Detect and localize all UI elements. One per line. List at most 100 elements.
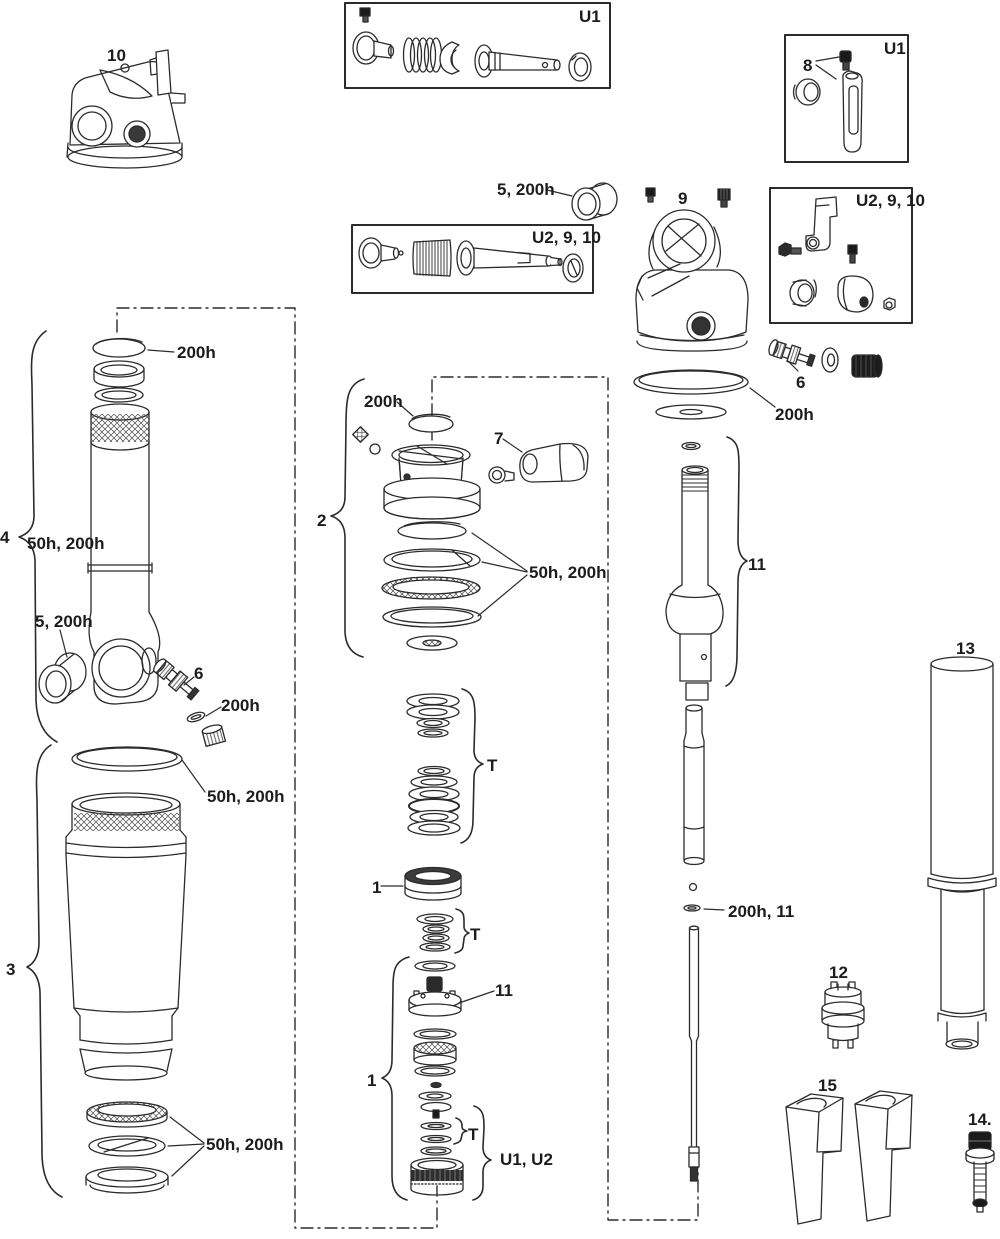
label-part-1-upper: 1 (372, 878, 382, 897)
o-ring-50h-200h-left-drawing (71, 746, 183, 772)
bracket-t-lower (453, 1117, 468, 1145)
part-12-tool-drawing (821, 981, 865, 1049)
label-part-1-lower: 1 (367, 1071, 377, 1090)
grouping-brackets (18, 330, 748, 1201)
shaft-drawing (474, 44, 561, 78)
label-callout-50h-200h-left-mid: 50h, 200h (207, 787, 285, 806)
o-ring-200h-11-drawing (683, 904, 701, 912)
shim-stack-t-upper-drawing (406, 693, 461, 836)
o-ring-tiny-drawing (186, 711, 206, 723)
label-box-u2-9-10-mid: U2, 9, 10 (532, 228, 601, 247)
o-ring-small-drawing (681, 441, 701, 451)
left-seal-rings-drawing (92, 337, 146, 403)
ring-nut-drawing (568, 52, 592, 82)
assembly-1-lower-drawing (408, 960, 464, 1196)
nut-drawing (883, 297, 896, 311)
rebound-tube-drawing (683, 704, 705, 866)
label-callout-11-mid: 11 (495, 981, 513, 1000)
callout-8-leaders (815, 56, 840, 80)
lever-bracket-drawing (805, 196, 838, 252)
dashdot-boundary-middle (431, 376, 699, 1221)
u2-9-10-right-box (769, 187, 913, 324)
o-ring-200h-right-drawing (633, 369, 749, 395)
label-part-14: 14. (968, 1110, 992, 1129)
bracket-u1-u2 (472, 1105, 492, 1201)
part-13-shaft-body-drawing (927, 656, 997, 1050)
label-callout-50h-200h-left-upper: 50h, 200h (27, 534, 105, 553)
label-part-3: 3 (6, 960, 16, 979)
label-box-u1-right: U1 (884, 39, 906, 58)
check-ball-drawing (688, 882, 698, 892)
label-callout-8: 8 (803, 56, 813, 75)
bushing-5-200h-left-drawing (38, 652, 87, 704)
plug-drawing (358, 237, 404, 269)
part-10-drawing (66, 49, 186, 169)
glide-ring-drawing (439, 41, 460, 75)
set-screw-drawing (847, 244, 858, 264)
label-callout-7: 7 (494, 429, 504, 448)
end-cap-drawing (562, 253, 584, 283)
seal-200h-mid-drawing (408, 413, 454, 433)
label-callout-200h-left-mid: 200h (221, 696, 260, 715)
label-part-10: 10 (107, 46, 126, 65)
label-part-2: 2 (317, 511, 327, 530)
knurled-cap-drawing (201, 724, 227, 747)
u1-right-box (784, 34, 909, 163)
part-4-damper-body-drawing (87, 403, 161, 705)
part-15-clamp-blocks-drawing (785, 1090, 913, 1225)
part-3-air-can-drawing (65, 792, 187, 1081)
rebound-rod-drawing (688, 925, 700, 1182)
plug-drawing (352, 31, 395, 65)
valve-cap-drawing (851, 354, 883, 378)
part-2-piston-head-drawing (383, 444, 481, 520)
coil-spring-drawing (412, 239, 452, 277)
label-callout-5-200h-top: 5, 200h (497, 180, 555, 199)
label-callout-6-left: 6 (194, 664, 204, 683)
part-7-clamp-drawing (488, 442, 589, 484)
valve-core-6-right-drawing (768, 339, 816, 367)
label-part-9: 9 (678, 189, 688, 208)
label-part-15: 15 (818, 1076, 837, 1095)
leader-lines (59, 189, 799, 1177)
bracket-4 (18, 330, 58, 743)
u2-9-10-mid-box (351, 224, 594, 294)
flanged-shaft-drawing (456, 240, 563, 276)
bracket-t-mid (454, 908, 470, 954)
label-part-4: 4 (0, 528, 10, 547)
bushing-drawing (789, 279, 817, 307)
lever-arm-drawing (842, 70, 863, 153)
part-1-piston-drawing (404, 866, 462, 901)
valve-washer-drawing (821, 347, 839, 373)
label-callout-200h-mid: 200h (364, 392, 403, 411)
label-callout-200h-left-top: 200h (177, 343, 216, 362)
knurled-set-screw-drawing (717, 188, 731, 208)
label-part-11-right: 11 (748, 555, 766, 574)
set-screw-diamond-drawing (352, 426, 381, 455)
label-callout-5-200h-left: 5, 200h (35, 612, 93, 631)
label-callout-200h-11: 200h, 11 (728, 902, 795, 921)
bracket-11-right (725, 436, 748, 687)
set-screw-drawing (839, 50, 852, 71)
bushing-drawing (792, 78, 821, 106)
valve-core-6-left-drawing (153, 658, 200, 701)
u1-top-box (344, 2, 611, 89)
part-11-shaft-drawing (665, 465, 724, 701)
bracket-1-lower (381, 956, 410, 1201)
bolt-drawing (778, 242, 802, 257)
bracket-2 (330, 378, 365, 658)
label-callout-6-right: 6 (796, 373, 806, 392)
bushing-5-200h-top-drawing (571, 182, 618, 221)
set-screw-drawing (359, 7, 371, 23)
shim-stack-t-mid-drawing (416, 913, 454, 952)
label-box-u2-9-10-right: U2, 9, 10 (856, 191, 925, 210)
knob-drawing (837, 275, 874, 313)
bracket-t-upper (460, 688, 484, 844)
bracket-3 (26, 744, 63, 1198)
seal-head-rings-drawing (85, 1101, 169, 1194)
label-callout-50h-200h-left-bottom: 50h, 200h (206, 1135, 284, 1154)
label-part-12: 12 (829, 963, 848, 982)
part-14-bolt-drawing (965, 1131, 995, 1213)
label-callout-t-upper: T (487, 756, 498, 775)
part-9-drawing (635, 209, 749, 352)
